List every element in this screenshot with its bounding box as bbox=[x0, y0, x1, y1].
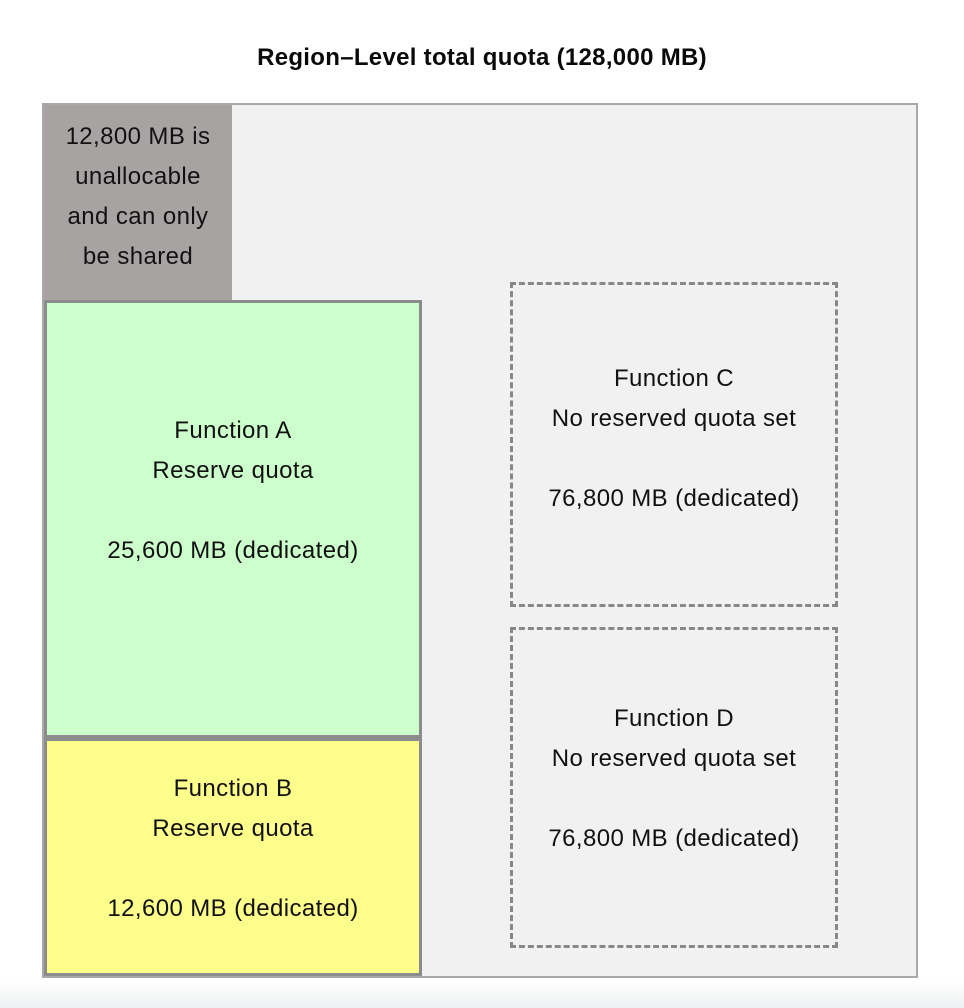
function-b-amount: 12,600 MB (dedicated) bbox=[107, 895, 359, 922]
function-b-box: Function B Reserve quota 12,600 MB (dedi… bbox=[44, 738, 422, 976]
function-a-quota-label: Reserve quota bbox=[152, 457, 314, 484]
function-d-amount: 76,800 MB (dedicated) bbox=[548, 825, 800, 852]
function-d-box: Function D No reserved quota set 76,800 … bbox=[510, 627, 838, 948]
function-c-text: Function C No reserved quota set 76,800 … bbox=[513, 359, 835, 519]
function-c-quota-label: No reserved quota set bbox=[551, 405, 797, 432]
function-c-name: Function C bbox=[613, 365, 735, 392]
unallocable-line-1: 12,800 MB is bbox=[65, 123, 211, 150]
function-c-amount: 76,800 MB (dedicated) bbox=[548, 485, 800, 512]
page-bottom-fade bbox=[0, 982, 964, 1008]
function-d-spacer bbox=[513, 779, 835, 819]
unallocable-line-4: be shared bbox=[82, 243, 194, 270]
unallocable-line-3: and can only bbox=[67, 203, 209, 230]
function-a-spacer bbox=[47, 491, 419, 531]
function-a-box: Function A Reserve quota 25,600 MB (dedi… bbox=[44, 300, 422, 738]
function-d-text: Function D No reserved quota set 76,800 … bbox=[513, 699, 835, 859]
function-d-name: Function D bbox=[613, 705, 735, 732]
function-c-spacer bbox=[513, 439, 835, 479]
diagram-title: Region–Level total quota (128,000 MB) bbox=[257, 44, 707, 71]
function-a-name: Function A bbox=[174, 417, 292, 444]
unallocable-quota-box: 12,800 MB is unallocable and can only be… bbox=[44, 105, 232, 300]
function-d-quota-label: No reserved quota set bbox=[551, 745, 797, 772]
function-b-spacer bbox=[47, 849, 419, 889]
unallocable-line-2: unallocable bbox=[75, 163, 201, 190]
function-b-text: Function B Reserve quota 12,600 MB (dedi… bbox=[47, 769, 419, 929]
unallocable-quota-text: 12,800 MB is unallocable and can only be… bbox=[44, 117, 232, 277]
function-a-text: Function A Reserve quota 25,600 MB (dedi… bbox=[47, 411, 419, 571]
function-a-amount: 25,600 MB (dedicated) bbox=[107, 537, 359, 564]
region-quota-container: 12,800 MB is unallocable and can only be… bbox=[42, 103, 918, 978]
function-b-quota-label: Reserve quota bbox=[152, 815, 314, 842]
function-c-box: Function C No reserved quota set 76,800 … bbox=[510, 282, 838, 607]
function-b-name: Function B bbox=[173, 775, 293, 802]
